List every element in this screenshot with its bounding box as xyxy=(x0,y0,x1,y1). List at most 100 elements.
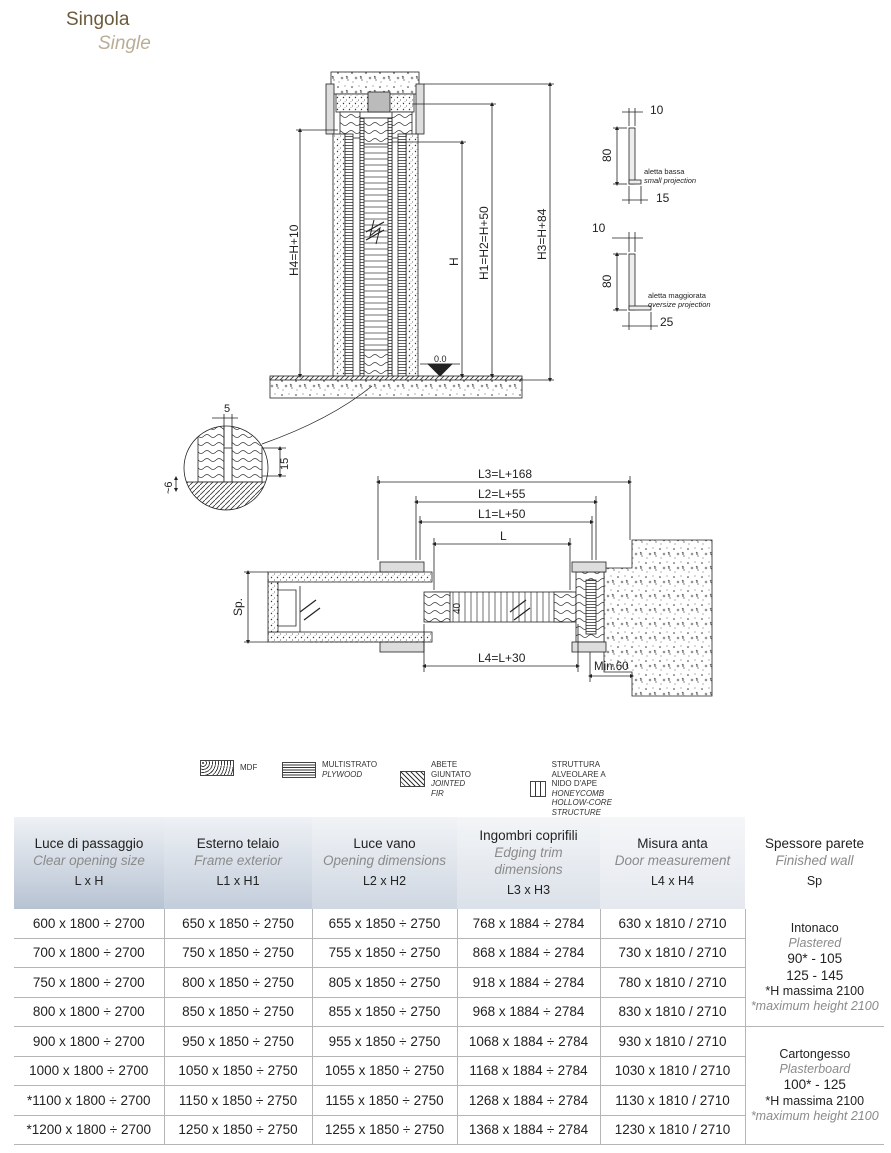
table-row: 700 x 1800 ÷ 2700 750 x 1850 ÷ 2750 755 … xyxy=(14,938,884,968)
table-cell: 968 x 1884 ÷ 2784 xyxy=(457,997,601,1027)
small-projection-en: small projection xyxy=(644,176,696,185)
table-cell: 655 x 1850 ÷ 2750 xyxy=(312,909,458,939)
table-row: 600 x 1800 ÷ 2700 650 x 1850 ÷ 2750 655 … xyxy=(14,909,884,1027)
table-cell: 768 x 1884 ÷ 2784 xyxy=(457,909,601,939)
table-cell: 1068 x 1884 ÷ 2784 xyxy=(457,1026,601,1057)
table-cell: 800 x 1850 ÷ 2750 xyxy=(164,967,313,998)
small-80-label: 80 xyxy=(600,148,614,162)
table-cell: *1200 x 1800 ÷ 2700 xyxy=(14,1115,165,1145)
table-cell: 1000 x 1800 ÷ 2700 xyxy=(14,1056,165,1086)
table-cell: 955 x 1850 ÷ 2750 xyxy=(312,1026,458,1057)
fir-swatch-icon xyxy=(400,771,425,788)
table-cell: 950 x 1850 ÷ 2750 xyxy=(164,1026,313,1057)
table-cell: 1055 x 1850 ÷ 2750 xyxy=(312,1056,458,1086)
technical-drawing: H4=H+10 H H1=H2=H+50 H3=H+84 0.0 10 80 1… xyxy=(163,71,713,697)
dim-sp-label: Sp. xyxy=(231,598,245,616)
table-cell: 600 x 1800 ÷ 2700 xyxy=(14,909,165,939)
table-cell: 780 x 1810 / 2710 xyxy=(600,967,746,998)
dim-min60-label: Min.60 xyxy=(594,661,629,673)
table-row: 1000 x 1800 ÷ 2700 1050 x 1850 ÷ 2750 10… xyxy=(14,1056,884,1086)
table-cell: 750 x 1800 ÷ 2700 xyxy=(14,967,165,998)
oversize-10-label: 10 xyxy=(592,221,606,235)
dim-l3-label: L3=L+168 xyxy=(478,467,532,481)
table-cell: 855 x 1850 ÷ 2750 xyxy=(312,997,458,1027)
table-cell: 900 x 1800 ÷ 2700 xyxy=(14,1026,165,1057)
table-cell: 630 x 1810 / 2710 xyxy=(600,909,746,939)
wall-plastered-cell: Intonaco Plastered 90* - 105 125 - 145 *… xyxy=(745,909,884,1027)
small-projection-profile xyxy=(613,108,648,204)
table-cell: 650 x 1850 ÷ 2750 xyxy=(164,909,313,939)
oversize-projection-profile xyxy=(612,232,658,330)
table-cell: 830 x 1810 / 2710 xyxy=(600,997,746,1027)
table-cell: 1150 x 1850 ÷ 2750 xyxy=(164,1085,313,1116)
table-cell: 755 x 1850 ÷ 2750 xyxy=(312,938,458,968)
page-subtitle: Single xyxy=(98,33,151,54)
table-cell: 1268 x 1884 ÷ 2784 xyxy=(457,1085,601,1116)
table-cell: 1030 x 1810 / 2710 xyxy=(600,1056,746,1086)
table-row: *1200 x 1800 ÷ 2700 1250 x 1850 ÷ 2750 1… xyxy=(14,1115,884,1145)
detail-5-label: 5 xyxy=(224,403,230,415)
table-cell: 850 x 1850 ÷ 2750 xyxy=(164,997,313,1027)
table-cell: 1230 x 1810 / 2710 xyxy=(600,1115,746,1145)
table-row: 750 x 1800 ÷ 2700 800 x 1850 ÷ 2750 805 … xyxy=(14,967,884,998)
table-row: 900 x 1800 ÷ 2700 950 x 1850 ÷ 2750 955 … xyxy=(14,1026,884,1145)
detail-6-label: ~6 xyxy=(163,481,175,494)
table-cell: 1250 x 1850 ÷ 2750 xyxy=(164,1115,313,1145)
small-15-label: 15 xyxy=(656,191,670,205)
dim-h3-label: H3=H+84 xyxy=(535,208,549,260)
page-title: Singola xyxy=(66,9,130,30)
seal-detail xyxy=(174,414,286,511)
small-10-label: 10 xyxy=(650,103,664,117)
dim-h-label: H xyxy=(447,257,461,266)
table-cell: 1155 x 1850 ÷ 2750 xyxy=(312,1085,458,1116)
dim-l4-label: L4=L+30 xyxy=(478,651,526,665)
table-cell: 730 x 1810 / 2710 xyxy=(600,938,746,968)
mdf-swatch-icon xyxy=(200,760,234,776)
dim-l2-label: L2=L+55 xyxy=(478,487,526,501)
table-cell: 868 x 1884 ÷ 2784 xyxy=(457,938,601,968)
table-cell: 700 x 1800 ÷ 2700 xyxy=(14,938,165,968)
table-row: 800 x 1800 ÷ 2700 850 x 1850 ÷ 2750 855 … xyxy=(14,997,884,1027)
honeycomb-swatch-icon xyxy=(530,780,546,797)
plywood-swatch-icon xyxy=(282,761,316,778)
oversize-projection-en: oversize projection xyxy=(648,300,711,309)
oversize-80-label: 80 xyxy=(600,274,614,288)
dim-h1-label: H1=H2=H+50 xyxy=(477,206,491,280)
table-cell: 918 x 1884 ÷ 2784 xyxy=(457,967,601,998)
dim-l-label: L xyxy=(500,529,507,543)
table-cell: *1100 x 1800 ÷ 2700 xyxy=(14,1085,165,1116)
table-cell: 800 x 1800 ÷ 2700 xyxy=(14,997,165,1027)
dim-40-label: 40 xyxy=(452,602,463,614)
table-cell: 1130 x 1810 / 2710 xyxy=(600,1085,746,1116)
wall-plasterboard-cell: Cartongesso Plasterboard 100* - 125 *H m… xyxy=(745,1026,884,1145)
table-cell: 750 x 1850 ÷ 2750 xyxy=(164,938,313,968)
level-zero-label: 0.0 xyxy=(434,354,447,364)
vertical-section xyxy=(261,71,554,445)
small-projection-it: aletta bassa xyxy=(644,167,685,176)
dim-l1-label: L1=L+50 xyxy=(478,507,526,521)
legend-item-mdf: MDF xyxy=(200,760,257,776)
table-cell: 1368 x 1884 ÷ 2784 xyxy=(457,1115,601,1145)
table-cell: 930 x 1810 / 2710 xyxy=(600,1026,746,1057)
table-cell: 1168 x 1884 ÷ 2784 xyxy=(457,1056,601,1086)
detail-15-label: 15 xyxy=(279,458,291,470)
table-cell: 1050 x 1850 ÷ 2750 xyxy=(164,1056,313,1086)
dim-h4-label: H4=H+10 xyxy=(287,224,301,276)
horizontal-section xyxy=(244,476,713,697)
table-row: *1100 x 1800 ÷ 2700 1150 x 1850 ÷ 2750 1… xyxy=(14,1085,884,1116)
oversize-25-label: 25 xyxy=(660,315,674,329)
table-cell: 1255 x 1850 ÷ 2750 xyxy=(312,1115,458,1145)
oversize-projection-it: aletta maggiorata xyxy=(648,291,707,300)
table-cell: 805 x 1850 ÷ 2750 xyxy=(312,967,458,998)
